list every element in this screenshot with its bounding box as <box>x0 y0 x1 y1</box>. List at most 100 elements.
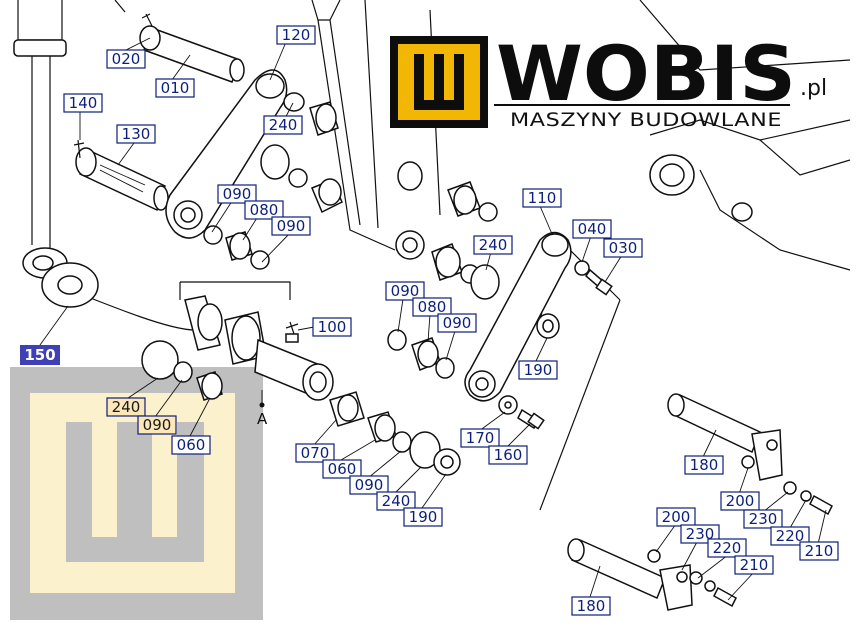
part-label: 190 <box>524 361 553 379</box>
part-label: 240 <box>269 116 298 134</box>
bushings-center-lower <box>387 329 455 379</box>
bushings-upper-left <box>203 92 343 270</box>
logo-mark <box>390 36 488 128</box>
callout-240-bottom[interactable]: 240 <box>376 491 416 511</box>
logo-domain-suffix: .pl <box>800 76 827 101</box>
rings-bottom-center <box>329 391 461 476</box>
grease-nipple-100 <box>285 321 299 343</box>
callout-090-center-a[interactable]: 090 <box>385 281 425 301</box>
part-label: 130 <box>122 125 151 143</box>
callout-220-lower[interactable]: 220 <box>707 538 747 558</box>
part-label: 150 <box>24 346 55 364</box>
part-label: 080 <box>418 298 447 316</box>
point-a-marker <box>259 390 265 408</box>
callout-060-bottom[interactable]: 060 <box>322 459 362 479</box>
part-label: 120 <box>282 26 311 44</box>
part-label: 080 <box>250 201 279 219</box>
callout-150-selected[interactable]: 150 <box>20 345 60 365</box>
callout-060-lower-left[interactable]: 060 <box>171 435 211 455</box>
callout-180-upper[interactable]: 180 <box>684 455 724 475</box>
point-a-label: A <box>257 410 268 428</box>
callout-080-center[interactable]: 080 <box>412 297 452 317</box>
callout-210-lower[interactable]: 210 <box>734 555 774 575</box>
callout-090-upper-b[interactable]: 090 <box>271 216 311 236</box>
part-label: 210 <box>805 542 834 560</box>
part-label: 060 <box>328 460 357 478</box>
callout-110[interactable]: 110 <box>522 188 562 208</box>
bushings-center <box>395 161 500 300</box>
callout-090-center-b[interactable]: 090 <box>437 313 477 333</box>
part-label: 140 <box>69 94 98 112</box>
part-label: 020 <box>112 50 141 68</box>
callout-020[interactable]: 020 <box>106 49 146 69</box>
link-110 <box>464 231 572 402</box>
part-label: 240 <box>112 398 141 416</box>
pin-130 <box>73 139 169 212</box>
callout-170[interactable]: 170 <box>460 428 500 448</box>
callout-200-lower[interactable]: 200 <box>656 507 696 527</box>
part-label: 200 <box>726 492 755 510</box>
part-label: 030 <box>609 239 638 257</box>
part-label: 040 <box>578 220 607 238</box>
callout-240-upper[interactable]: 240 <box>263 115 303 135</box>
part-label: 090 <box>277 217 306 235</box>
logo-wordmark: WOBIS <box>496 29 796 118</box>
callout-190-right[interactable]: 190 <box>518 360 558 380</box>
callout-040[interactable]: 040 <box>572 219 612 239</box>
part-label: 090 <box>143 416 172 434</box>
part-label: 090 <box>443 314 472 332</box>
callout-090-lower-left[interactable]: 090 <box>137 415 177 435</box>
part-label: 220 <box>776 527 805 545</box>
callout-090-bottom[interactable]: 090 <box>349 475 389 495</box>
callout-180-lower[interactable]: 180 <box>571 596 611 616</box>
boom-cylinder <box>13 0 68 279</box>
callout-130[interactable]: 130 <box>116 124 156 144</box>
callout-010[interactable]: 010 <box>155 78 195 98</box>
callout-090-upper-a[interactable]: 090 <box>217 184 257 204</box>
part-label: 180 <box>690 456 719 474</box>
part-label: 230 <box>686 525 715 543</box>
callout-140[interactable]: 140 <box>63 93 103 113</box>
part-label: 090 <box>223 185 252 203</box>
part-label: 230 <box>749 510 778 528</box>
callout-230-upper[interactable]: 230 <box>743 509 783 529</box>
part-label: 240 <box>479 236 508 254</box>
callout-240-lower-left[interactable]: 240 <box>106 397 146 417</box>
callout-200-upper[interactable]: 200 <box>720 491 760 511</box>
callout-120[interactable]: 120 <box>276 25 316 45</box>
logo-underline <box>494 104 790 106</box>
part-label: 090 <box>355 476 384 494</box>
callout-080-upper[interactable]: 080 <box>244 200 284 220</box>
pin-180-upper <box>667 393 833 516</box>
part-label: 160 <box>494 446 523 464</box>
part-label: 180 <box>577 597 606 615</box>
part-label: 070 <box>301 444 330 462</box>
pin-010 <box>139 13 245 83</box>
part-label: 110 <box>528 189 557 207</box>
part-label: 170 <box>466 429 495 447</box>
washer-bolt-040-030 <box>536 260 613 339</box>
callout-220-upper[interactable]: 220 <box>770 526 810 546</box>
callout-210-upper[interactable]: 210 <box>799 541 839 561</box>
part-label: 010 <box>161 79 190 97</box>
callout-100[interactable]: 100 <box>312 317 352 337</box>
part-label: 090 <box>391 282 420 300</box>
rings-lower-left <box>141 340 223 401</box>
callout-070[interactable]: 070 <box>295 443 335 463</box>
washer-bolt-170-160 <box>498 395 545 430</box>
cylinder-boss <box>41 262 334 401</box>
callout-160[interactable]: 160 <box>488 445 528 465</box>
part-label: 240 <box>382 492 411 510</box>
part-label: 200 <box>662 508 691 526</box>
part-label: 190 <box>409 508 438 526</box>
part-label: 060 <box>177 436 206 454</box>
link-120 <box>165 69 288 239</box>
callout-190-bottom[interactable]: 190 <box>403 507 443 527</box>
pin-180-lower <box>567 538 737 611</box>
callout-240-center[interactable]: 240 <box>473 235 513 255</box>
callout-030[interactable]: 030 <box>603 238 643 258</box>
